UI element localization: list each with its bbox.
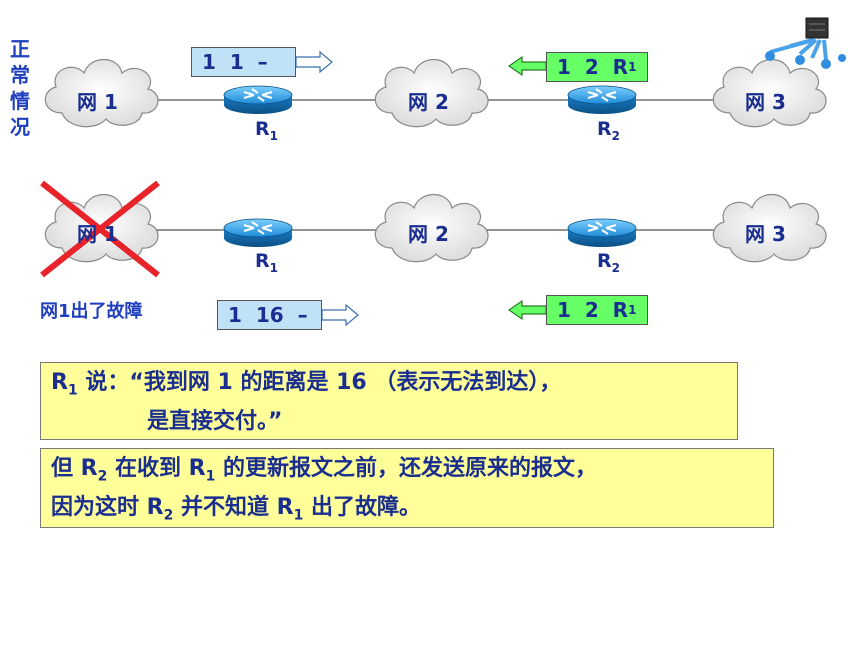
net2-label-bottom: 网 2 <box>408 222 449 246</box>
router-r1-top-icon <box>223 85 293 115</box>
r2-explanation-note: 但 R2 在收到 R1 的更新报文之前，还发送原来的报文， 因为这时 R2 并不… <box>40 448 774 528</box>
net2-label-top: 网 2 <box>408 90 449 114</box>
net1-label-bottom: 网 1 <box>77 222 118 246</box>
router-r2-label-top: R2 <box>597 118 620 143</box>
failure-cross-icon <box>40 180 160 278</box>
router-r2-bottom-icon <box>567 218 637 248</box>
net3-label-top: 网 3 <box>745 90 786 114</box>
route-msg-r1-top: 1 1 – <box>191 47 296 77</box>
router-r2-label-bottom: R2 <box>597 250 620 275</box>
router-r1-label-top: R1 <box>255 118 278 143</box>
route-msg-r1-bottom: 1 16 – <box>217 300 322 330</box>
r1-statement-note: R1 说：“我到网 1 的距离是 16 （表示无法到达）， 是直接交付。” <box>40 362 738 440</box>
normal-condition-label: 正 常 情 况 <box>10 37 30 139</box>
router-r1-label-bottom: R1 <box>255 250 278 275</box>
server-network-icon <box>765 17 846 69</box>
router-r2-top-icon <box>567 85 637 115</box>
router-r1-bottom-icon <box>223 218 293 248</box>
net1-label-top: 网 1 <box>77 90 118 114</box>
net3-label-bottom: 网 3 <box>745 222 786 246</box>
net1-failure-label: 网1出了故障 <box>40 301 143 322</box>
